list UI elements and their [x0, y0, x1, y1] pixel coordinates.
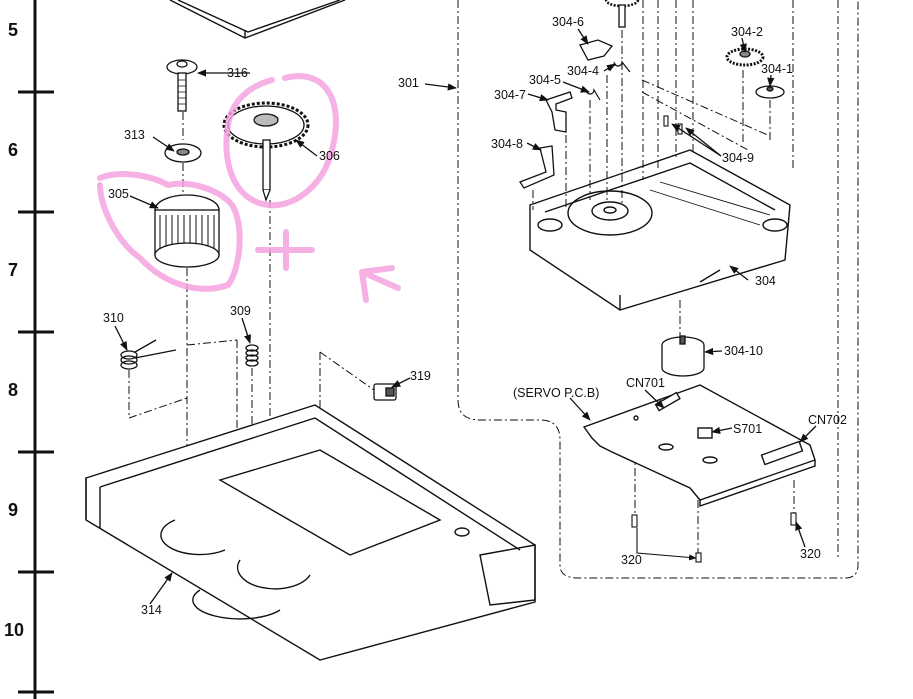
row-label-5: 5 — [8, 20, 19, 40]
label-304-8: 304-8 — [491, 137, 523, 151]
label-s701: S701 — [733, 422, 763, 436]
switch-319 — [373, 383, 397, 401]
chassis-314 — [85, 404, 536, 661]
label-316: 316 — [227, 66, 248, 80]
gear-306 — [222, 101, 310, 202]
screws-320 — [631, 512, 797, 563]
top-tray — [169, 0, 346, 39]
row-label-8: 8 — [8, 380, 19, 400]
label-301: 301 — [398, 76, 419, 90]
leader-arrows — [114, 28, 817, 605]
deck-304 — [529, 149, 791, 311]
label-309: 309 — [230, 304, 251, 318]
row-label-10: 10 — [4, 620, 25, 640]
label-304-7: 304-7 — [494, 88, 526, 102]
label-cn702: CN702 — [808, 413, 847, 427]
washer-313 — [164, 143, 202, 163]
bracket-304-7 — [545, 91, 573, 133]
plus-mark — [255, 229, 315, 271]
part-304-top-gear — [604, 0, 640, 28]
label-304: 304 — [755, 274, 776, 288]
label-320-left: 320 — [621, 553, 642, 567]
spring-310 — [120, 339, 177, 370]
label-304-10: 304-10 — [724, 344, 763, 358]
label-305: 305 — [108, 187, 129, 201]
mechanism-enclosure-301 — [457, 0, 859, 579]
arrow-mark — [359, 265, 401, 303]
circle-around-305 — [97, 171, 243, 292]
arm-304-8 — [519, 145, 555, 189]
motor-304-10 — [661, 335, 705, 377]
row-label-9: 9 — [8, 500, 19, 520]
label-304-1: 304-1 — [761, 62, 793, 76]
label-304-5: 304-5 — [529, 73, 561, 87]
drum-gear-305 — [154, 194, 220, 268]
circle-around-306 — [223, 73, 339, 209]
label-320-right: 320 — [800, 547, 821, 561]
label-cn701: CN701 — [626, 376, 665, 390]
label-304-2: 304-2 — [731, 25, 763, 39]
label-304-9: 304-9 — [722, 151, 754, 165]
row-label-7: 7 — [8, 260, 19, 280]
label-304-4: 304-4 — [567, 64, 599, 78]
label-314: 314 — [141, 603, 162, 617]
spring-309 — [245, 344, 259, 367]
row-label-6: 6 — [8, 140, 19, 160]
label-304-6: 304-6 — [552, 15, 584, 29]
gear-304-1 — [755, 85, 785, 99]
label-313: 313 — [124, 128, 145, 142]
lever-304-6 — [579, 39, 614, 61]
label-319: 319 — [410, 369, 431, 383]
row-ruler — [18, 0, 54, 699]
label-306: 306 — [319, 149, 340, 163]
servo-pcb — [582, 384, 816, 507]
label-servo-pcb: (SERVO P.C.B) — [513, 386, 600, 400]
label-310: 310 — [103, 311, 124, 325]
screw-316 — [166, 59, 198, 112]
pink-annotations — [97, 73, 401, 303]
